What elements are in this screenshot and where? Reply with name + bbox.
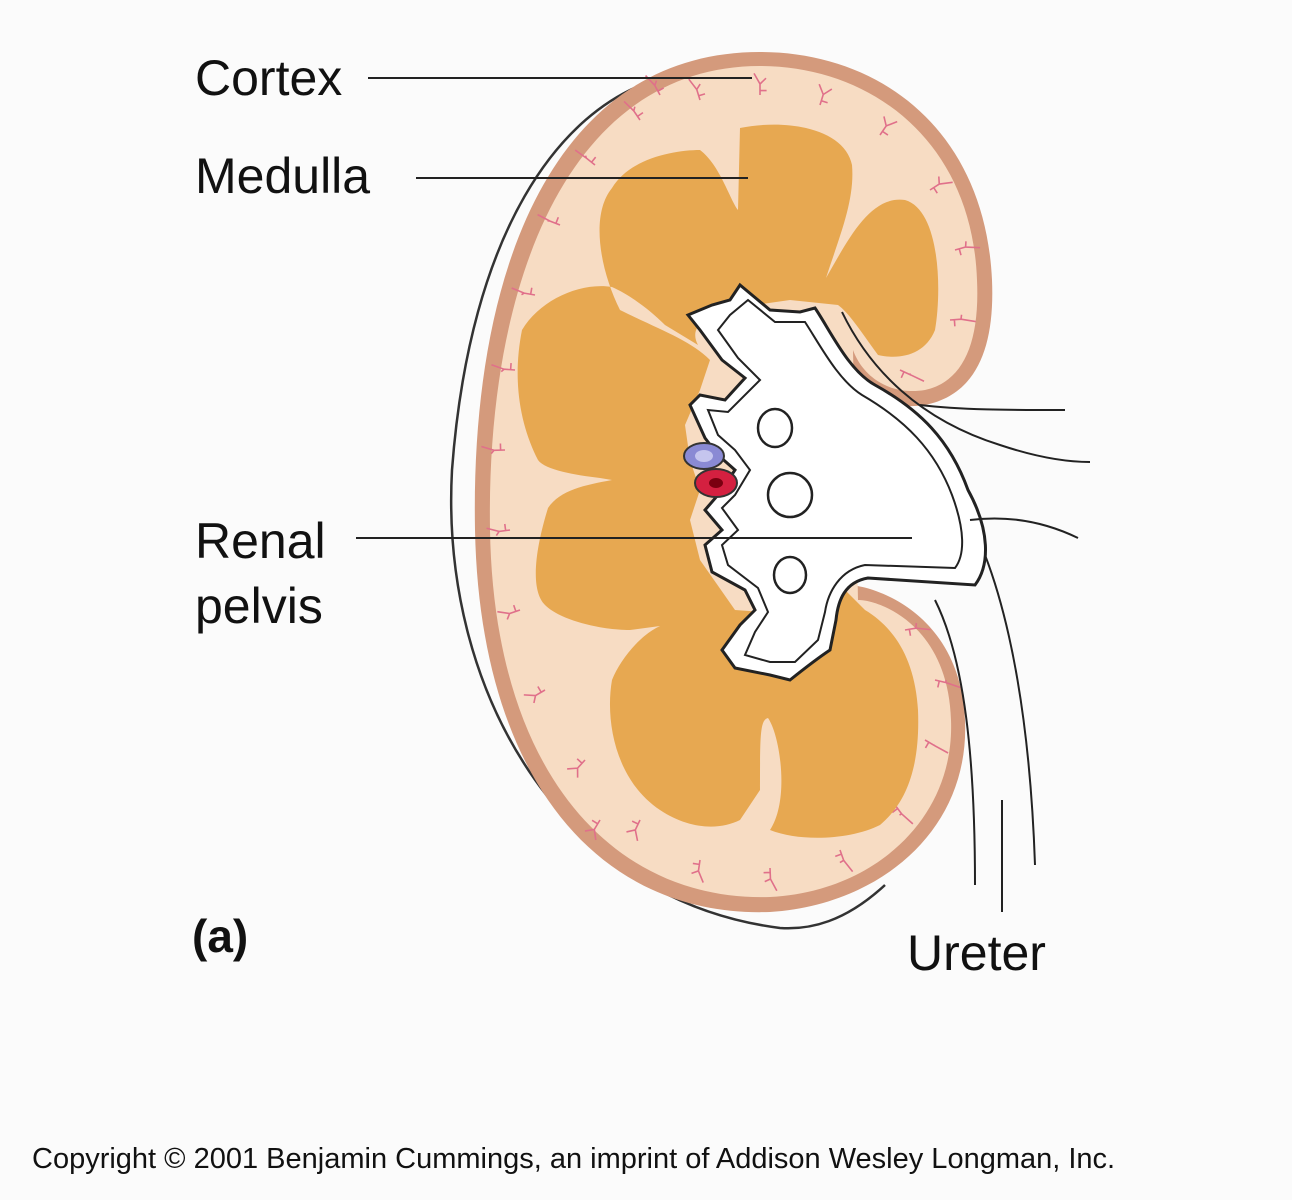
sinus-opening xyxy=(758,409,792,447)
medulla-label: Medulla xyxy=(195,148,370,204)
cortex-label: Cortex xyxy=(195,50,342,106)
sinus-opening xyxy=(774,557,806,593)
ureter-label: Ureter xyxy=(907,925,1046,981)
copyright-notice: Copyright © 2001 Benjamin Cummings, an i… xyxy=(32,1143,1115,1175)
hilum-vessel-line xyxy=(920,405,1065,410)
sinus-opening xyxy=(768,473,812,517)
hilum-vessel-line xyxy=(970,518,1078,538)
ureter-wall xyxy=(985,555,1035,865)
renal-pelvis-label-line2: pelvis xyxy=(195,578,323,634)
panel-label: (a) xyxy=(192,910,248,962)
renal-pelvis-label-line1: Renal xyxy=(195,513,326,569)
renal-vein-lumen xyxy=(695,450,713,462)
renal-artery-lumen xyxy=(709,478,723,488)
